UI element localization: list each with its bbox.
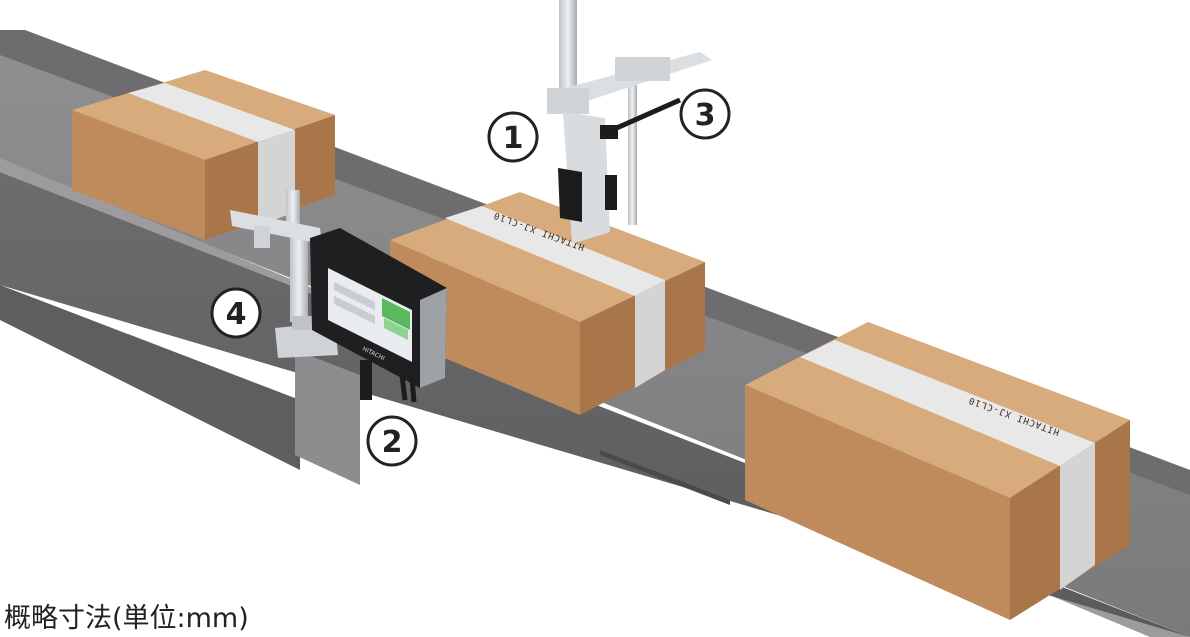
callout-4: 4 [210, 287, 262, 339]
controller-cable-b [399, 374, 408, 401]
box-middle: HITACHI XJ-CL10 [390, 192, 705, 415]
stand-arm [230, 210, 322, 244]
stand-collar [292, 316, 314, 330]
print-head-nozzle-black [558, 168, 582, 222]
arm-clamp-upper [615, 57, 670, 81]
callout-2: 2 [366, 415, 418, 467]
arm-clamp-main [547, 88, 589, 114]
box-right-front [745, 385, 1010, 620]
callout-1-circle [487, 111, 539, 163]
screen-panel-row [334, 282, 375, 310]
controller-cable-a [360, 360, 372, 400]
print-head-assembly [547, 0, 712, 244]
stand-clamp [254, 226, 270, 248]
box-left-tape-side [258, 130, 295, 226]
callout-1-label: 1 [503, 121, 524, 156]
box-right: HITACHI XJ-CL10 [745, 322, 1130, 620]
controller-cable-c [409, 377, 417, 403]
side-rod [628, 85, 637, 225]
stand-vertical [290, 232, 308, 322]
screen-panel-green-2 [384, 318, 408, 340]
controller-side [420, 288, 447, 388]
stand-pole [286, 190, 300, 230]
cable-connector [600, 125, 618, 139]
callout-4-circle [210, 287, 262, 339]
box-middle-tape-side [635, 280, 665, 388]
print-head-mount-black [605, 175, 617, 210]
callout-3-circle [679, 88, 731, 140]
box-right-tape-side [1060, 443, 1095, 590]
callout-3-label: 3 [695, 98, 716, 133]
screen-panel-green [382, 298, 410, 330]
box-left [72, 70, 335, 240]
dimensions-caption: 概略寸法(単位:mm) [4, 603, 249, 634]
rail-slot [600, 450, 730, 505]
conveyor-lower-frame [0, 285, 300, 470]
callout-1: 1 [487, 111, 539, 163]
box-left-tape-top [128, 83, 295, 142]
mount-bracket-plate [295, 350, 360, 485]
controller-unit: HITACHI [310, 228, 447, 403]
callout-4-label: 4 [226, 297, 247, 332]
callout-2-circle [366, 415, 418, 467]
callout-2-label: 2 [382, 425, 403, 460]
box-middle-tape-top [445, 206, 665, 296]
box-right-tape-top [800, 340, 1095, 466]
screen-panel-row-2 [334, 296, 375, 324]
vertical-pole [559, 0, 577, 95]
box-left-front [72, 110, 205, 240]
callout-3: 3 [679, 88, 731, 140]
